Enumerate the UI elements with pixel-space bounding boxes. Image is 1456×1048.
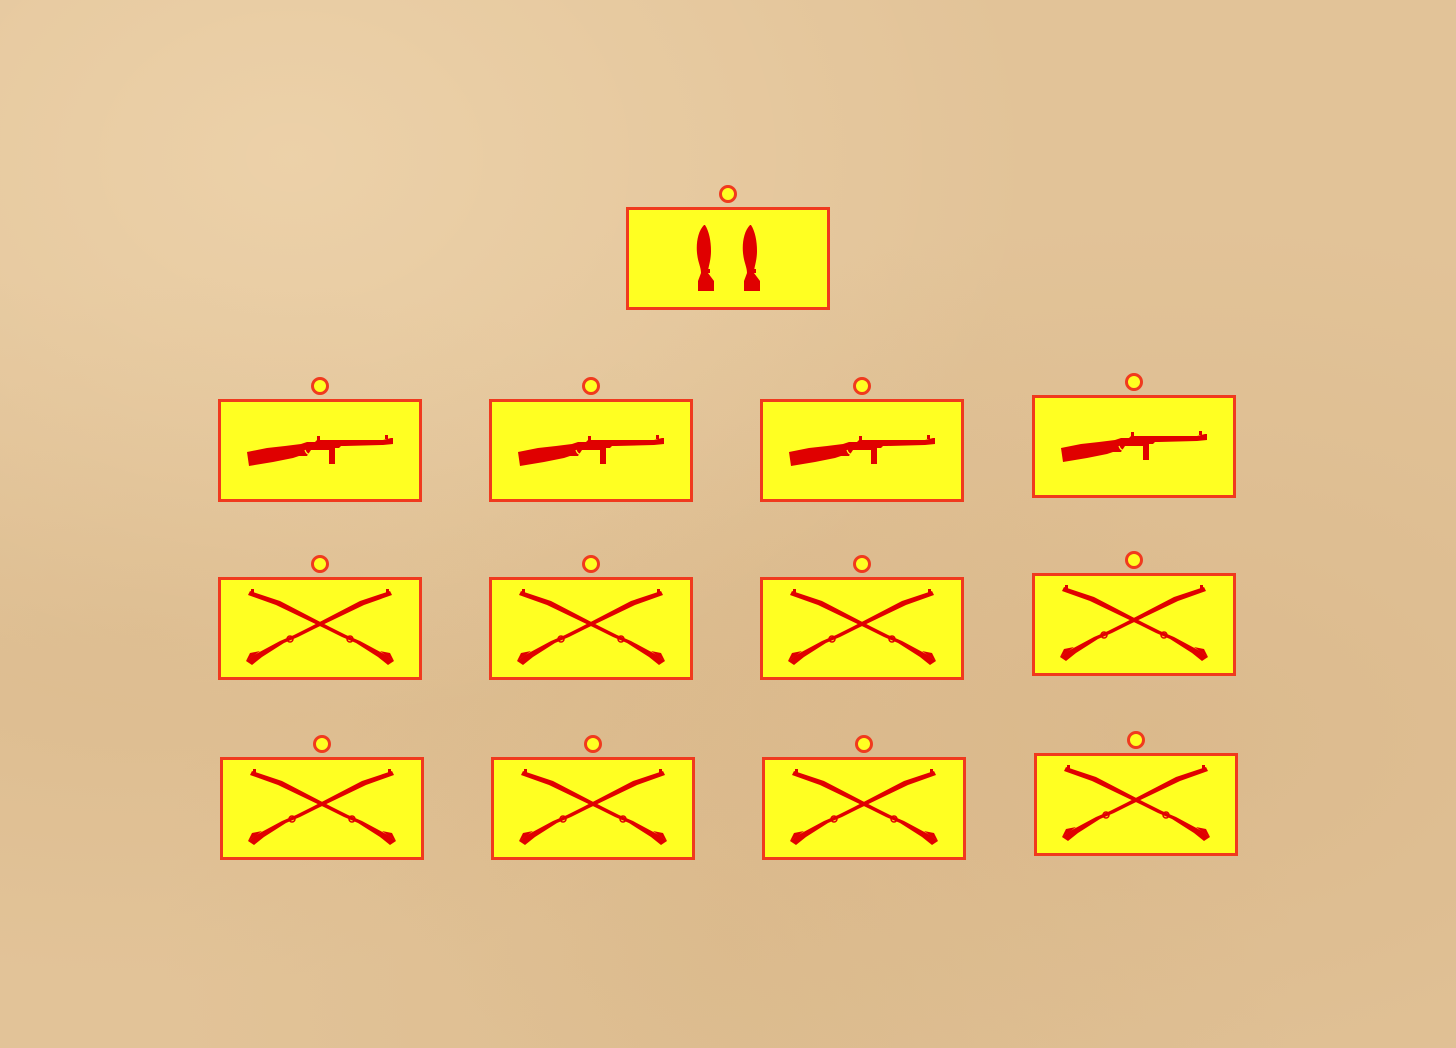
selection-pip[interactable]	[1125, 551, 1143, 569]
selection-pip[interactable]	[1127, 731, 1145, 749]
crossed-rifles-icon	[519, 768, 667, 845]
selection-pip[interactable]	[311, 377, 329, 395]
unit-counter-rifle-2[interactable]	[489, 555, 693, 680]
selection-pip[interactable]	[313, 735, 331, 753]
crossed-rifles-icon	[246, 588, 394, 665]
selection-pip[interactable]	[855, 735, 873, 753]
unit-counter-smg-3[interactable]	[760, 377, 964, 502]
mortar-shells-icon	[696, 224, 760, 291]
selection-pip[interactable]	[582, 377, 600, 395]
counter-face[interactable]	[218, 399, 422, 502]
crossed-rifles-icon	[1062, 764, 1210, 841]
submachine-gun-icon	[247, 434, 393, 466]
crossed-rifles-icon	[790, 768, 938, 845]
crossed-rifles-icon	[788, 588, 936, 665]
unit-counter-rifle-1[interactable]	[218, 555, 422, 680]
unit-counter-rifle-7[interactable]	[762, 735, 966, 860]
selection-pip[interactable]	[582, 555, 600, 573]
counter-face[interactable]	[1034, 753, 1238, 856]
selection-pip[interactable]	[719, 185, 737, 203]
unit-counter-smg-4[interactable]	[1032, 373, 1236, 498]
submachine-gun-icon	[789, 434, 935, 466]
unit-counter-rifle-8[interactable]	[1034, 731, 1238, 856]
unit-counter-rifle-3[interactable]	[760, 555, 964, 680]
selection-pip[interactable]	[853, 555, 871, 573]
unit-counter-hq[interactable]	[626, 185, 830, 310]
submachine-gun-icon	[518, 434, 664, 466]
counter-face[interactable]	[626, 207, 830, 310]
unit-counter-rifle-6[interactable]	[491, 735, 695, 860]
counter-face[interactable]	[1032, 395, 1236, 498]
unit-counter-rifle-4[interactable]	[1032, 551, 1236, 676]
counter-face[interactable]	[491, 757, 695, 860]
unit-counter-smg-1[interactable]	[218, 377, 422, 502]
unit-counter-rifle-5[interactable]	[220, 735, 424, 860]
counter-face[interactable]	[489, 399, 693, 502]
counter-face[interactable]	[760, 577, 964, 680]
unit-counter-smg-2[interactable]	[489, 377, 693, 502]
counter-face[interactable]	[489, 577, 693, 680]
selection-pip[interactable]	[311, 555, 329, 573]
selection-pip[interactable]	[1125, 373, 1143, 391]
submachine-gun-icon	[1061, 430, 1207, 462]
counter-face[interactable]	[762, 757, 966, 860]
counter-face[interactable]	[220, 757, 424, 860]
counter-face[interactable]	[218, 577, 422, 680]
counter-face[interactable]	[1032, 573, 1236, 676]
crossed-rifles-icon	[248, 768, 396, 845]
crossed-rifles-icon	[1060, 584, 1208, 661]
selection-pip[interactable]	[584, 735, 602, 753]
selection-pip[interactable]	[853, 377, 871, 395]
counter-face[interactable]	[760, 399, 964, 502]
crossed-rifles-icon	[517, 588, 665, 665]
